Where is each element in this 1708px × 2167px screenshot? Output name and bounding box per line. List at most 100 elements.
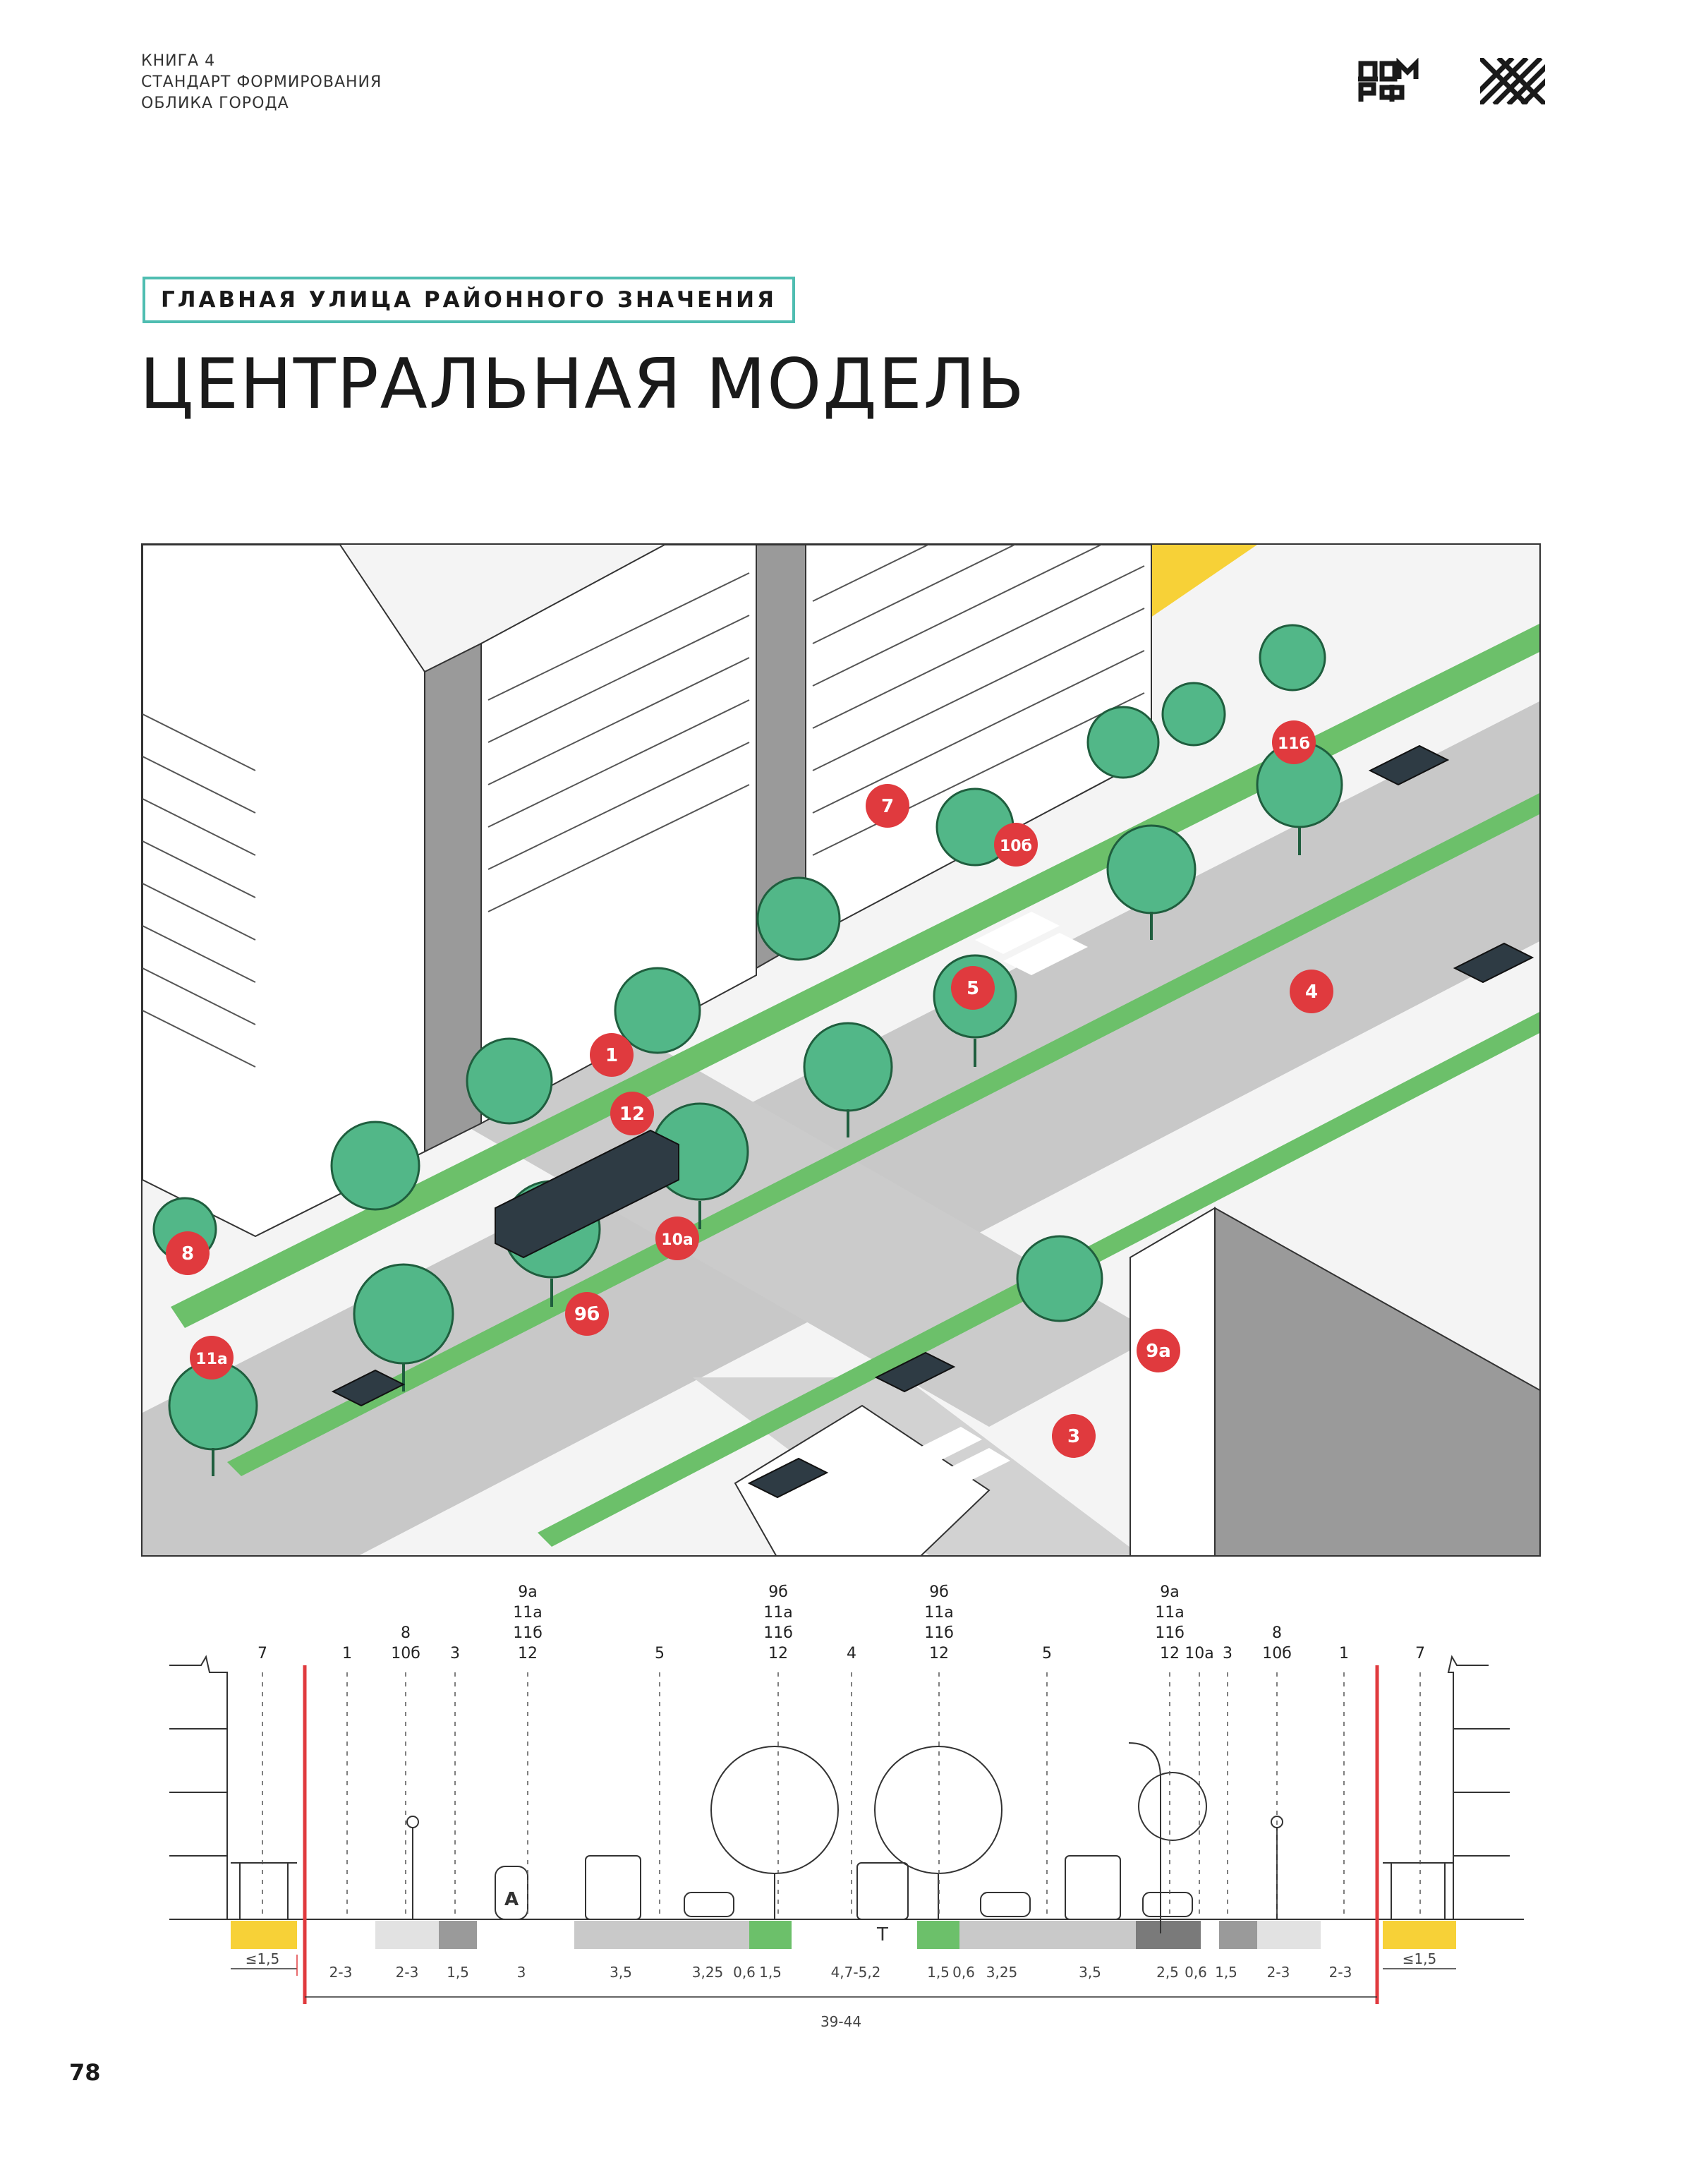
svg-text:8: 8 (1272, 1624, 1282, 1642)
svg-text:3: 3 (450, 1645, 460, 1662)
svg-text:5: 5 (967, 978, 979, 999)
marker-9б: 9б (565, 1292, 609, 1336)
marker-9а: 9а (1137, 1329, 1180, 1372)
bus-stop-sign: А (504, 1889, 519, 1910)
section-label: 3 (450, 1645, 460, 1919)
svg-text:12: 12 (619, 1104, 645, 1125)
section-label: 9б 11а 11б 12 (924, 1583, 954, 1919)
section-label: 9а 11а 11б 12 (513, 1583, 543, 1919)
marker-3: 3 (1052, 1414, 1096, 1458)
width-label: 1,5 (759, 1964, 782, 1981)
svg-text:5: 5 (655, 1645, 665, 1662)
page-title: ЦЕНТРАЛЬНАЯ МОДЕЛЬ (140, 344, 1026, 425)
section-label: 7 (258, 1645, 267, 1919)
section-label: 10а (1185, 1645, 1214, 1919)
svg-text:11а: 11а (195, 1351, 227, 1368)
width-label: 0,6 (952, 1964, 975, 1981)
svg-text:7: 7 (1415, 1645, 1425, 1662)
width-label: ≤1,5 (246, 1950, 280, 1967)
svg-text:12: 12 (768, 1645, 788, 1662)
svg-text:8: 8 (401, 1624, 411, 1642)
width-label: 1,5 (1215, 1964, 1237, 1981)
width-label: 2-3 (1267, 1964, 1290, 1981)
width-label: 4,7-5,2 (831, 1964, 881, 1981)
svg-text:8: 8 (181, 1243, 194, 1264)
marker-11б: 11б (1272, 720, 1316, 764)
svg-text:9а: 9а (1146, 1341, 1171, 1362)
svg-text:12: 12 (518, 1645, 538, 1662)
dom-rf-logo (1358, 58, 1419, 102)
marker-1: 1 (590, 1033, 634, 1077)
hatched-square-icon (1480, 58, 1545, 104)
width-label: 3,25 (986, 1964, 1018, 1981)
svg-text:11б: 11б (924, 1624, 954, 1642)
svg-text:11а: 11а (1155, 1604, 1184, 1622)
svg-text:11б: 11б (513, 1624, 543, 1642)
svg-text:11б: 11б (1155, 1624, 1185, 1642)
svg-text:11а: 11а (513, 1604, 542, 1622)
section-label: 1 (1339, 1645, 1349, 1919)
svg-text:1: 1 (1339, 1645, 1349, 1662)
book-header: КНИГА 4 СТАНДАРТ ФОРМИРОВАНИЯ ОБЛИКА ГОР… (141, 51, 382, 114)
tram-sign: Т (876, 1924, 888, 1945)
svg-text:3: 3 (1223, 1645, 1232, 1662)
width-label: 1,5 (447, 1964, 469, 1981)
isometric-scene-svg (143, 545, 1539, 1555)
width-label: 2,5 (1156, 1964, 1179, 1981)
svg-text:9а: 9а (1160, 1583, 1179, 1601)
width-label: ≤1,5 (1403, 1950, 1437, 1967)
total-width-label: 39-44 (820, 2013, 861, 2030)
scene-markers: 1 3 4 5 7 8 9а 9б 10а 10б 11а 11б 12 (166, 720, 1333, 1458)
svg-text:9б: 9б (929, 1583, 949, 1601)
svg-text:12: 12 (929, 1645, 949, 1662)
category-badge-text: ГЛАВНАЯ УЛИЦА РАЙОННОГО ЗНАЧЕНИЯ (161, 287, 777, 313)
svg-text:11б: 11б (763, 1624, 793, 1642)
section-label: 7 (1415, 1645, 1425, 1919)
category-badge: ГЛАВНАЯ УЛИЦА РАЙОННОГО ЗНАЧЕНИЯ (143, 277, 795, 323)
svg-text:10а: 10а (661, 1231, 693, 1249)
section-label: 5 (1042, 1645, 1052, 1919)
svg-text:3: 3 (1067, 1426, 1080, 1447)
svg-text:9а: 9а (518, 1583, 537, 1601)
svg-text:5: 5 (1042, 1645, 1052, 1662)
page-number: 78 (69, 2059, 101, 2086)
marker-4: 4 (1290, 970, 1333, 1013)
svg-text:10а: 10а (1185, 1645, 1213, 1662)
marker-11а: 11а (190, 1336, 234, 1380)
svg-text:9б: 9б (574, 1304, 600, 1325)
width-label: 3 (517, 1964, 526, 1981)
svg-text:9б: 9б (768, 1583, 788, 1601)
width-label: 1,5 (927, 1964, 950, 1981)
marker-10а: 10а (655, 1217, 699, 1260)
svg-text:11б: 11б (1278, 735, 1310, 753)
svg-text:1: 1 (342, 1645, 352, 1662)
section-label: 9а 11а 11б 12 (1155, 1583, 1185, 1919)
width-label: 3,5 (610, 1964, 632, 1981)
svg-text:11а: 11а (924, 1604, 953, 1622)
marker-12: 12 (610, 1092, 654, 1135)
marker-5: 5 (951, 966, 995, 1010)
svg-text:1: 1 (605, 1045, 618, 1066)
svg-text:12: 12 (1160, 1645, 1180, 1662)
width-label: 3,5 (1079, 1964, 1101, 1981)
width-label: 2-3 (1329, 1964, 1352, 1981)
svg-text:7: 7 (258, 1645, 267, 1662)
header-line-2: СТАНДАРТ ФОРМИРОВАНИЯ (141, 73, 382, 91)
header-line-3: ОБЛИКА ГОРОДА (141, 95, 289, 112)
svg-text:4: 4 (847, 1645, 856, 1662)
width-label: 0,6 (1185, 1964, 1207, 1981)
svg-text:7: 7 (881, 796, 894, 817)
section-label: 4 (847, 1645, 856, 1919)
header-line-1: КНИГА 4 (141, 52, 216, 70)
svg-text:10б: 10б (1262, 1645, 1292, 1662)
width-label: 2-3 (396, 1964, 419, 1981)
svg-text:4: 4 (1305, 982, 1318, 1003)
marker-7: 7 (866, 784, 909, 828)
svg-text:10б: 10б (1000, 838, 1032, 855)
isometric-street-illustration: 1 3 4 5 7 8 9а 9б 10а 10б 11а 11б 12 (141, 543, 1541, 1557)
